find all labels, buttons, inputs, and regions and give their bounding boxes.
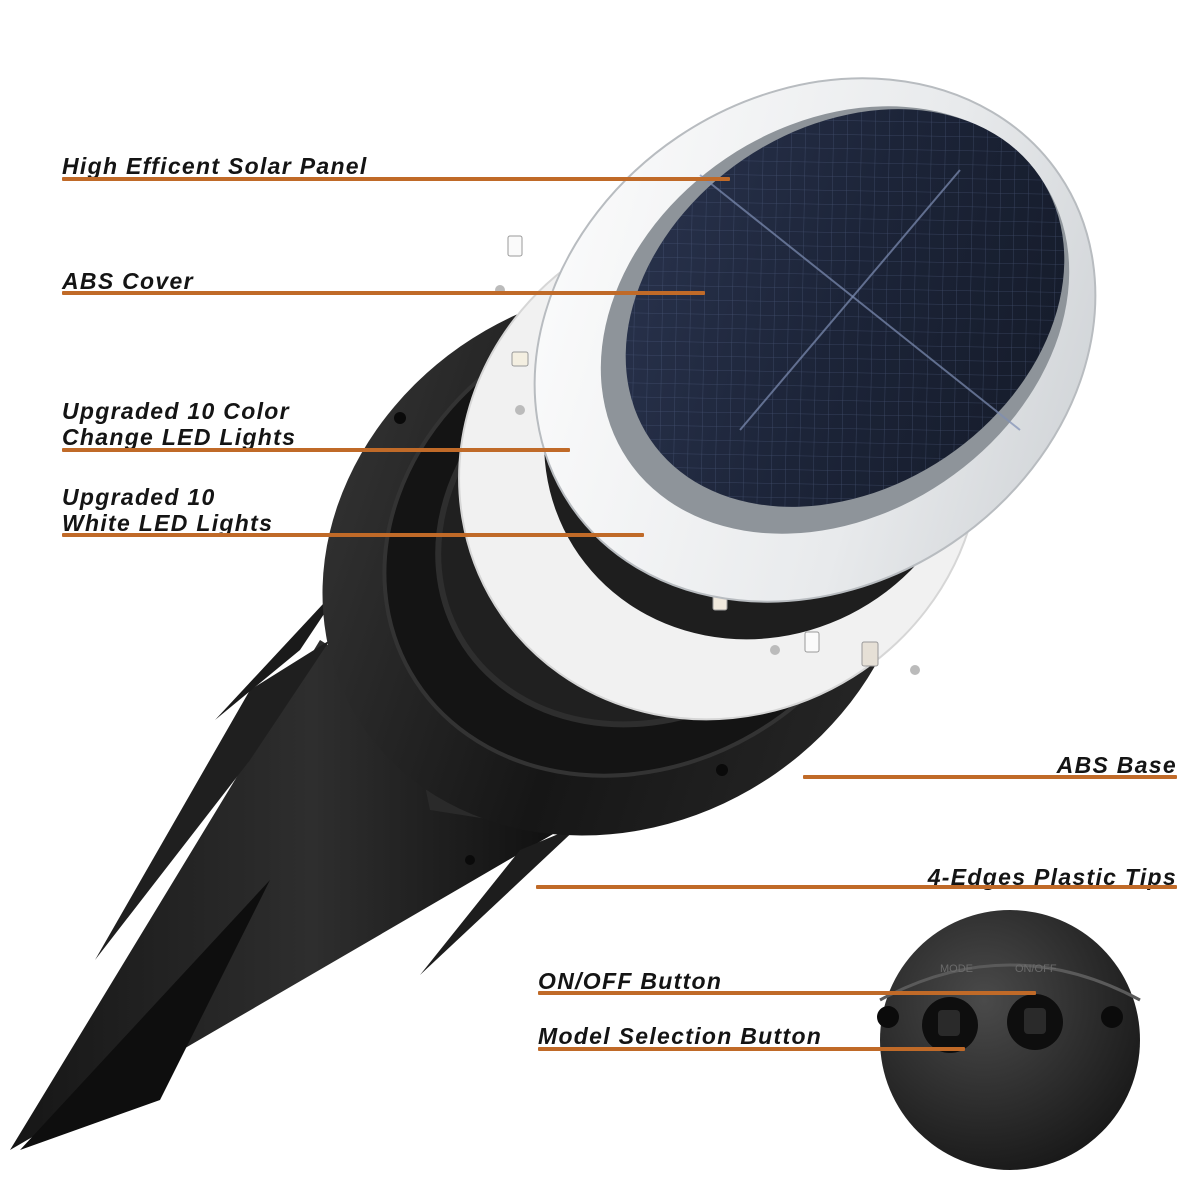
- button-detail: MODE ON/OFF: [877, 910, 1141, 1170]
- leader-line-abs-base: [803, 775, 1177, 779]
- screw-hole: [394, 412, 406, 424]
- spike-tip-side: [420, 825, 580, 975]
- callout-color-led-line1: Upgraded 10 Color: [62, 398, 290, 424]
- mode-switch-label: MODE: [940, 963, 973, 975]
- callout-abs-cover: ABS Cover: [62, 268, 194, 294]
- callout-abs-base: ABS Base: [1056, 752, 1177, 778]
- leader-line-solar-panel: [62, 177, 730, 181]
- leader-line-plastic-tips: [536, 885, 1177, 889]
- leader-line-model: [538, 1047, 965, 1051]
- leader-line-abs-cover: [62, 291, 705, 295]
- screw-hole: [465, 855, 475, 865]
- screw-hole: [716, 764, 728, 776]
- spike-tip-top: [215, 575, 350, 720]
- callout-solar-panel: High Efficent Solar Panel: [62, 153, 368, 179]
- spike-shadow-edge: [20, 880, 270, 1150]
- onoff-switch-label: ON/OFF: [1015, 963, 1057, 975]
- leader-line-on-off: [538, 991, 1036, 995]
- solar-panel: [625, 109, 1065, 507]
- callout-white-led-line2: White LED Lights: [62, 510, 274, 536]
- callout-on-off-button: ON/OFF Button: [538, 968, 723, 994]
- callout-color-led-line2: Change LED Lights: [62, 424, 297, 450]
- abs-cover: [533, 77, 1097, 603]
- spike-blade-back: [95, 640, 330, 960]
- leader-line-color-led: [62, 448, 570, 452]
- callout-white-led-line1: Upgraded 10: [62, 484, 216, 510]
- leader-line-white-led: [62, 533, 644, 537]
- callout-model-button: Model Selection Button: [538, 1023, 823, 1049]
